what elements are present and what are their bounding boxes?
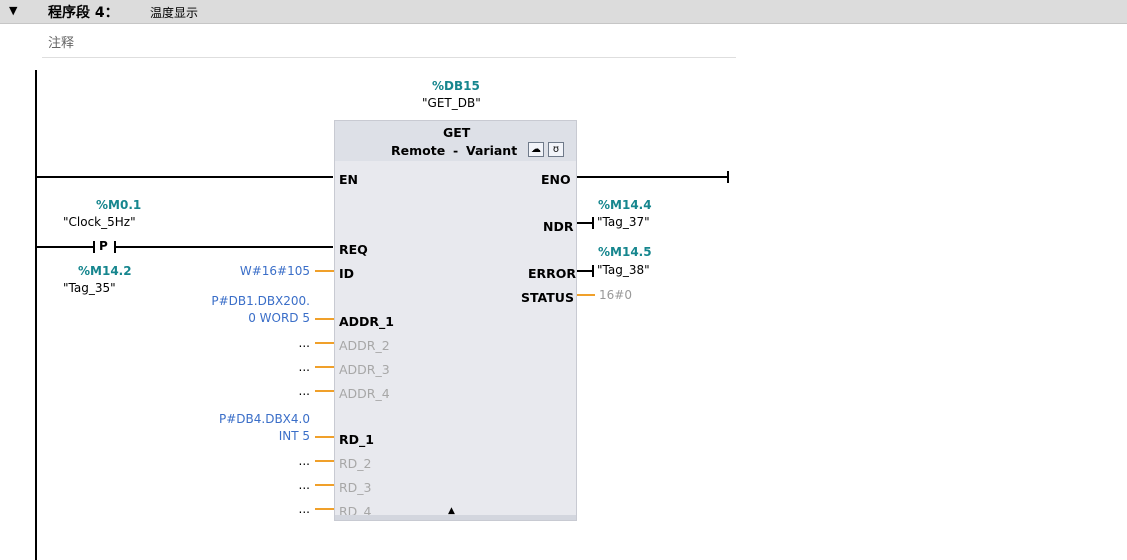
rd2-placeholder[interactable]: ...: [298, 454, 310, 468]
contact-address[interactable]: %M0.1: [96, 198, 142, 212]
pin-error[interactable]: ERROR: [528, 266, 577, 281]
error-tag[interactable]: "Tag_38": [597, 263, 650, 277]
edge-memory-tag[interactable]: "Tag_35": [63, 281, 116, 295]
network-title: 程序段 4：: [48, 5, 119, 21]
network-subtitle[interactable]: 温度显示: [150, 6, 199, 20]
pin-status[interactable]: STATUS: [521, 290, 574, 305]
addr4-placeholder[interactable]: ...: [298, 384, 310, 398]
rd1-value-line2[interactable]: INT 5: [278, 429, 310, 443]
get-function-block[interactable]: GET Remote - Variant ☁ ʊ EN REQ ID ADDR_…: [334, 120, 577, 521]
diagnostics-stethoscope-icon[interactable]: ʊ: [548, 142, 564, 157]
comment-divider: [42, 57, 736, 58]
pin-rd3[interactable]: RD_3: [339, 480, 372, 495]
block-footer-bar: [335, 515, 576, 520]
status-value[interactable]: 16#0: [599, 288, 632, 302]
rd4-placeholder[interactable]: ...: [298, 502, 310, 516]
addr3-placeholder[interactable]: ...: [298, 360, 310, 374]
pin-rd1[interactable]: RD_1: [339, 432, 374, 447]
addr4-wire: [315, 390, 334, 392]
collapse-triangle-icon[interactable]: ▼: [9, 4, 18, 17]
rd3-placeholder[interactable]: ...: [298, 478, 310, 492]
addr2-placeholder[interactable]: ...: [298, 336, 310, 350]
rd4-wire: [315, 508, 334, 510]
id-value[interactable]: W#16#105: [239, 264, 310, 278]
eno-wire: [577, 176, 728, 178]
ndr-tag[interactable]: "Tag_37": [597, 215, 650, 229]
db-address[interactable]: %DB15: [432, 79, 480, 93]
req-wire-right: [116, 246, 333, 248]
addr3-wire: [315, 366, 334, 368]
p-contact-right-bar[interactable]: [114, 241, 116, 253]
network-comment[interactable]: 注释: [48, 36, 75, 51]
rd3-wire: [315, 484, 334, 486]
pin-rd2[interactable]: RD_2: [339, 456, 372, 471]
en-wire: [37, 176, 333, 178]
pin-eno[interactable]: ENO: [541, 172, 571, 187]
rd1-wire: [315, 436, 334, 438]
error-coil-bar: [592, 265, 594, 277]
addr2-wire: [315, 342, 334, 344]
param-dash: -: [453, 143, 459, 158]
pin-req[interactable]: REQ: [339, 242, 368, 257]
power-rail: [35, 70, 37, 560]
eno-wire-end: [727, 171, 729, 183]
addr1-value-line1[interactable]: P#DB1.DBX200.: [211, 294, 310, 308]
connection-settings-icon[interactable]: ☁: [528, 142, 544, 157]
pin-ndr[interactable]: NDR: [543, 219, 574, 234]
pin-en[interactable]: EN: [339, 172, 359, 187]
status-wire: [577, 294, 595, 296]
ndr-address[interactable]: %M14.4: [598, 198, 652, 212]
network-header[interactable]: ▼ 程序段 4： 温度显示: [0, 0, 1127, 24]
addr1-value-line2[interactable]: 0 WORD 5: [248, 311, 310, 325]
ndr-coil-bar: [592, 217, 594, 229]
addr1-wire: [315, 318, 334, 320]
ndr-wire: [577, 222, 593, 224]
pin-addr2[interactable]: ADDR_2: [339, 338, 390, 353]
req-wire-left: [37, 246, 93, 248]
error-address[interactable]: %M14.5: [598, 245, 652, 259]
contact-tag[interactable]: "Clock_5Hz": [63, 215, 136, 229]
pin-addr1[interactable]: ADDR_1: [339, 314, 394, 329]
variant-label[interactable]: Variant: [466, 143, 518, 158]
pin-addr4[interactable]: ADDR_4: [339, 386, 390, 401]
pin-addr3[interactable]: ADDR_3: [339, 362, 390, 377]
id-wire: [315, 270, 334, 272]
p-contact-left-bar[interactable]: [93, 241, 95, 253]
p-contact-symbol[interactable]: P: [99, 239, 108, 253]
error-wire: [577, 270, 593, 272]
rd2-wire: [315, 460, 334, 462]
expand-collapse-arrow-icon[interactable]: ▲: [448, 506, 455, 516]
pin-id[interactable]: ID: [339, 266, 355, 281]
remote-label: Remote: [391, 143, 446, 158]
edge-memory-address[interactable]: %M14.2: [78, 264, 132, 278]
rd1-value-line1[interactable]: P#DB4.DBX4.0: [219, 412, 310, 426]
db-name[interactable]: "GET_DB": [422, 96, 481, 110]
block-type: GET: [443, 125, 471, 140]
